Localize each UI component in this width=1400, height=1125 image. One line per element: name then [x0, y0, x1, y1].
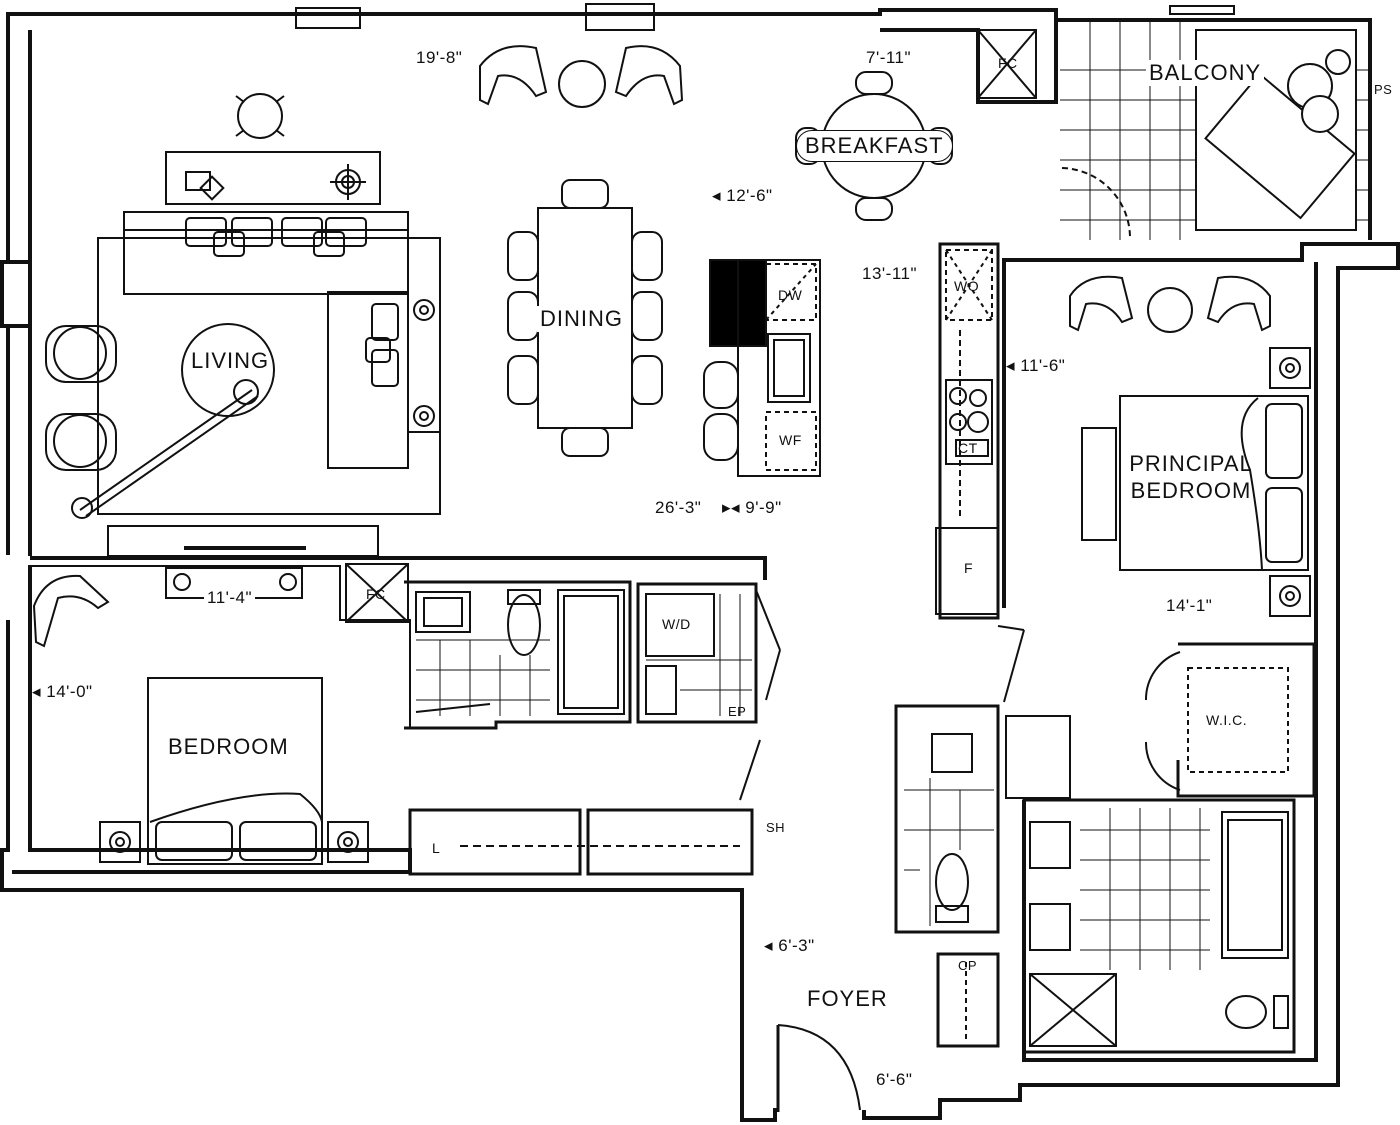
- fixture-sh: SH: [766, 820, 786, 835]
- dimension-dining-width-value: 9'-9": [745, 498, 782, 517]
- nightstand: [99, 821, 141, 863]
- dimension-living-width: 19'-8": [416, 48, 463, 67]
- cushions: [185, 217, 399, 387]
- kitchen-counter: [938, 242, 1000, 620]
- room-label-foyer: FOYER: [807, 986, 888, 1011]
- toilet: [507, 594, 541, 656]
- toilet: [1225, 995, 1267, 1029]
- window: [1169, 5, 1235, 15]
- fixture-ps: PS: [1374, 82, 1393, 97]
- pendant-lamp: [237, 93, 283, 139]
- room-label-balcony: BALCONY: [1146, 60, 1265, 86]
- fixture-dishwasher: DW: [778, 287, 803, 303]
- fixture-cooktop: CT: [958, 440, 978, 456]
- bedroom-top-wall: [30, 556, 767, 580]
- fixture-fridge: F: [964, 560, 974, 576]
- fixture-washer-dryer: W/D: [662, 616, 691, 632]
- powder-room: [894, 704, 1000, 934]
- principal-bedroom-line1: PRINCIPAL: [1129, 451, 1253, 476]
- bedroom-left-wall: [0, 620, 777, 1122]
- media-unit: [107, 525, 379, 557]
- dimension-dining-depth: ◂ 12'-6": [712, 186, 773, 205]
- bench: [1081, 427, 1117, 541]
- bath2-wall: [404, 580, 632, 730]
- fixture-linen: L: [432, 840, 441, 856]
- accent-chair: [614, 45, 684, 106]
- floor-lamp: [79, 389, 253, 511]
- nightstand: [1269, 347, 1311, 389]
- soaker-tub: [1221, 811, 1289, 959]
- accent-chair: [479, 45, 548, 106]
- coat-closet: [936, 952, 1000, 1048]
- fc-box: [345, 563, 409, 623]
- fridge: [935, 527, 999, 615]
- room-label-principal-bedroom: PRINCIPAL BEDROOM: [1126, 450, 1256, 504]
- fc-box: [977, 29, 1037, 99]
- room-label-dining: DINING: [537, 306, 626, 332]
- dimension-bedroom-length: ◂ 14'-0": [32, 682, 93, 701]
- dimension-principal-width-value: 11'-6": [1020, 356, 1066, 375]
- dimension-bedroom-length-value: 14'-0": [46, 682, 93, 701]
- window: [585, 3, 655, 31]
- closet: [586, 808, 754, 876]
- tile-grid: [416, 594, 752, 716]
- left-column: [0, 260, 32, 328]
- fixture-ep: EP: [728, 704, 747, 719]
- dimension-living-length: 26'-3": [655, 498, 702, 517]
- side-table: [558, 60, 606, 108]
- side-table: [1147, 287, 1193, 333]
- toilet: [935, 853, 969, 911]
- island: [737, 259, 821, 477]
- sink: [767, 333, 811, 403]
- dimension-foyer-width: ◂ 6'-3": [764, 936, 815, 955]
- armchair: [45, 325, 117, 383]
- room-label-wic: W.I.C.: [1206, 712, 1248, 728]
- dimension-breakfast-width: 7'-11": [866, 48, 912, 67]
- bath2-vanity: [415, 591, 471, 633]
- tv-console: [165, 151, 381, 205]
- room-label-living: LIVING: [191, 348, 270, 373]
- dimension-principal-length: 14'-1": [1166, 596, 1213, 615]
- entry-door: [777, 1024, 861, 1111]
- dining-chairs: [507, 231, 663, 405]
- dimension-principal-width: ◂ 11'-6": [1006, 356, 1066, 375]
- accent-chair: [1206, 275, 1271, 332]
- fixture-fc-bedroom: FC: [366, 586, 386, 602]
- fixture-cp: CP: [958, 958, 978, 973]
- nightstand: [327, 821, 369, 863]
- bed: [147, 677, 323, 865]
- stool: [703, 413, 739, 461]
- dimension-dining-depth-value: 12'-6": [726, 186, 773, 205]
- room-label-breakfast: BREAKFAST: [796, 130, 953, 162]
- dimension-breakfast-depth: 13'-11": [862, 264, 917, 283]
- cooktop: [945, 379, 993, 465]
- balcony-rail: [1056, 18, 1372, 240]
- principal-bedroom-line2: BEDROOM: [1130, 478, 1252, 503]
- foyer-bottom: [862, 242, 1400, 1120]
- fixture-fc-top: FC: [998, 55, 1018, 71]
- stool: [703, 361, 739, 409]
- armchair: [45, 413, 117, 471]
- accent-chair: [32, 574, 110, 648]
- dimension-foyer-depth: 6'-6": [876, 1070, 913, 1089]
- nightstand: [1269, 575, 1311, 617]
- accent-chair: [1069, 275, 1134, 332]
- fixture-wall-oven: WO: [954, 278, 980, 294]
- dimension-bedroom-width: 11'-4": [204, 588, 256, 608]
- tub: [557, 589, 625, 715]
- dimension-foyer-width-value: 6'-3": [778, 936, 815, 955]
- shower: [1029, 973, 1117, 1047]
- window: [295, 7, 361, 29]
- linen-closet: [408, 808, 582, 876]
- room-label-bedroom: BEDROOM: [168, 734, 289, 759]
- laundry: [636, 582, 758, 724]
- ensuite: [1022, 798, 1296, 1054]
- dimension-dining-width: ▸◂ 9'-9": [722, 498, 782, 517]
- principal-bed: [1119, 395, 1309, 571]
- fixture-wine-fridge: WF: [779, 432, 802, 448]
